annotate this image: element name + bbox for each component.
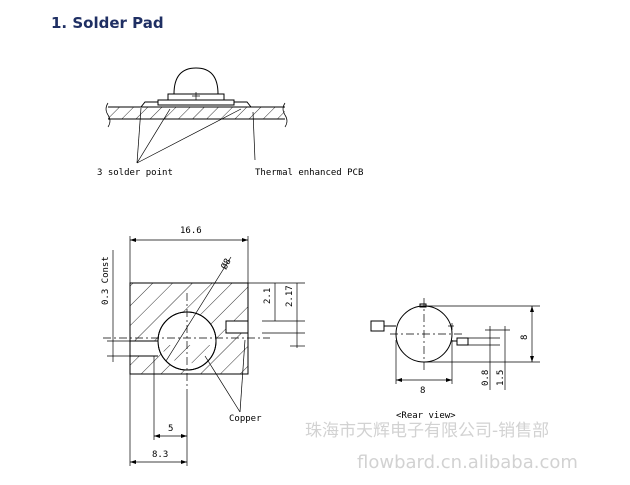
rear-view-label: <Rear view> (396, 411, 456, 421)
side-view-led (105, 67, 288, 128)
solder-point-label: 3 solder point (97, 168, 173, 178)
pad-dimensions (107, 236, 305, 466)
pad-drawing (103, 282, 270, 395)
dim-0-8: 0.8 (481, 370, 491, 386)
dim-rear-8-horizontal: 8 (420, 386, 425, 396)
dim-2-17: 2.17 (285, 285, 295, 307)
copper-label: Copper (229, 414, 262, 424)
dim-5: 5 (168, 424, 173, 434)
dim-width: 16.6 (180, 226, 202, 236)
watermark-url: flowbard.cn.alibaba.com (357, 452, 578, 473)
dim-2-1: 2.1 (263, 288, 273, 304)
dim-const: 0.3 Const (101, 256, 111, 305)
rear-view-drawing (370, 298, 469, 370)
watermark-company: 珠海市天辉电子有限公司-销售部 (305, 421, 549, 441)
rear-view-dimensions (395, 305, 540, 390)
section-title: 1. Solder Pad (51, 14, 164, 32)
dim-rear-8-vertical: 8 (520, 335, 530, 340)
dim-diameter: Ø8 (219, 257, 234, 272)
dim-8-3: 8.3 (152, 450, 168, 460)
pcb-label: Thermal enhanced PCB (255, 168, 363, 178)
dim-1-5: 1.5 (496, 370, 506, 386)
solder-point-leaders (136, 107, 256, 164)
